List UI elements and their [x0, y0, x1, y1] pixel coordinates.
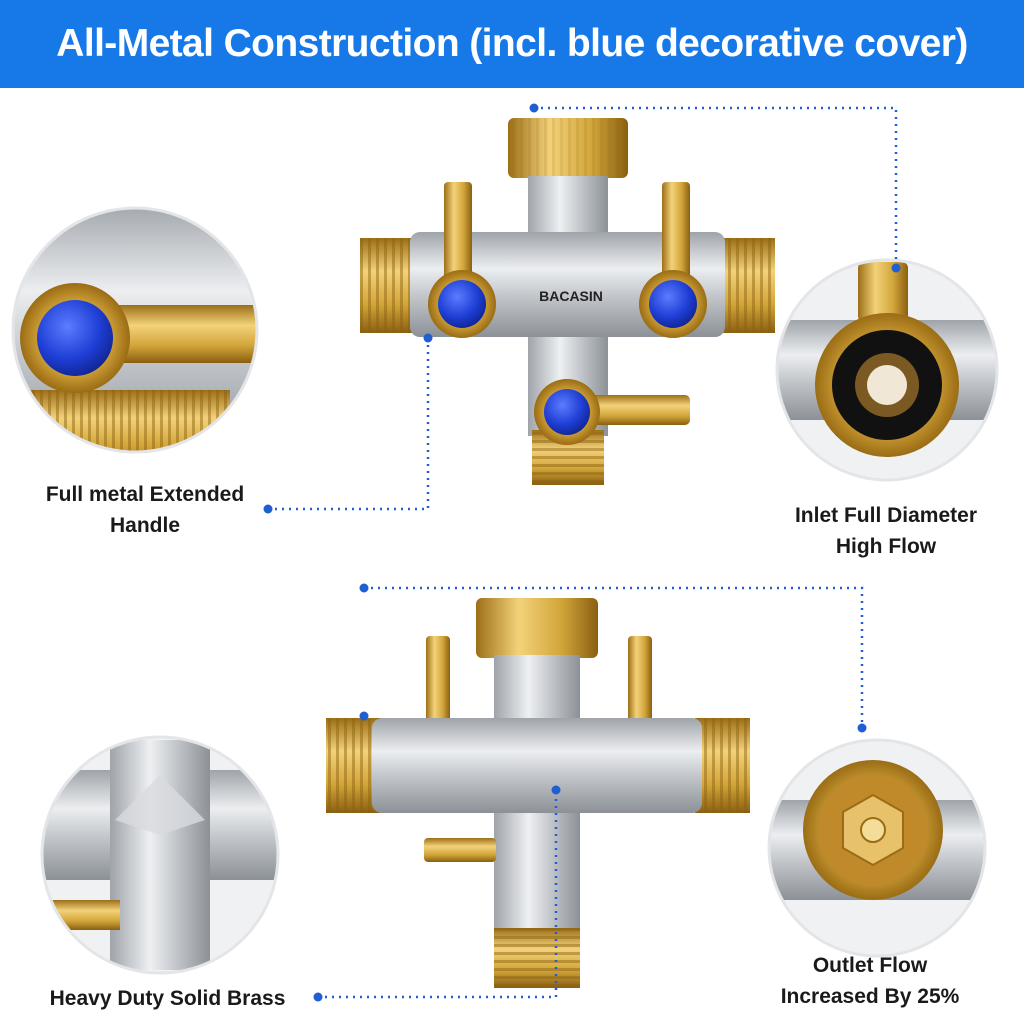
callout-outlet-line2: Increased By 25%	[780, 985, 960, 1008]
callout-brass: Heavy Duty Solid Brass	[20, 983, 315, 1014]
detail-brass-zoom	[40, 735, 280, 975]
callout-handle-line2: Handle	[109, 514, 180, 537]
brand-label: BACASIN	[539, 288, 603, 304]
detail-outlet-zoom	[767, 738, 987, 958]
callout-handle-line1: Full metal Extended	[45, 483, 245, 506]
header-banner: All-Metal Construction (incl. blue decor…	[0, 0, 1024, 88]
callout-dots	[263, 103, 901, 1002]
callout-outlet-line1: Outlet Flow	[812, 954, 928, 977]
detail-handle-zoom	[11, 206, 259, 454]
callout-connectors	[268, 106, 898, 999]
callout-brass-line1: Heavy Duty Solid Brass	[49, 987, 286, 1010]
callout-outlet: Outlet Flow Increased By 25%	[760, 950, 980, 1012]
detail-inlet-zoom	[775, 258, 999, 482]
callout-inlet-line1: Inlet Full Diameter	[794, 504, 978, 527]
callout-inlet-line2: High Flow	[835, 535, 937, 558]
valve-bottom-view	[326, 598, 750, 988]
page-title: All-Metal Construction (incl. blue decor…	[56, 22, 968, 65]
valve-top-view: BACASIN	[360, 118, 775, 485]
callout-handle: Full metal Extended Handle	[20, 479, 270, 541]
callout-inlet: Inlet Full Diameter High Flow	[766, 500, 1006, 562]
